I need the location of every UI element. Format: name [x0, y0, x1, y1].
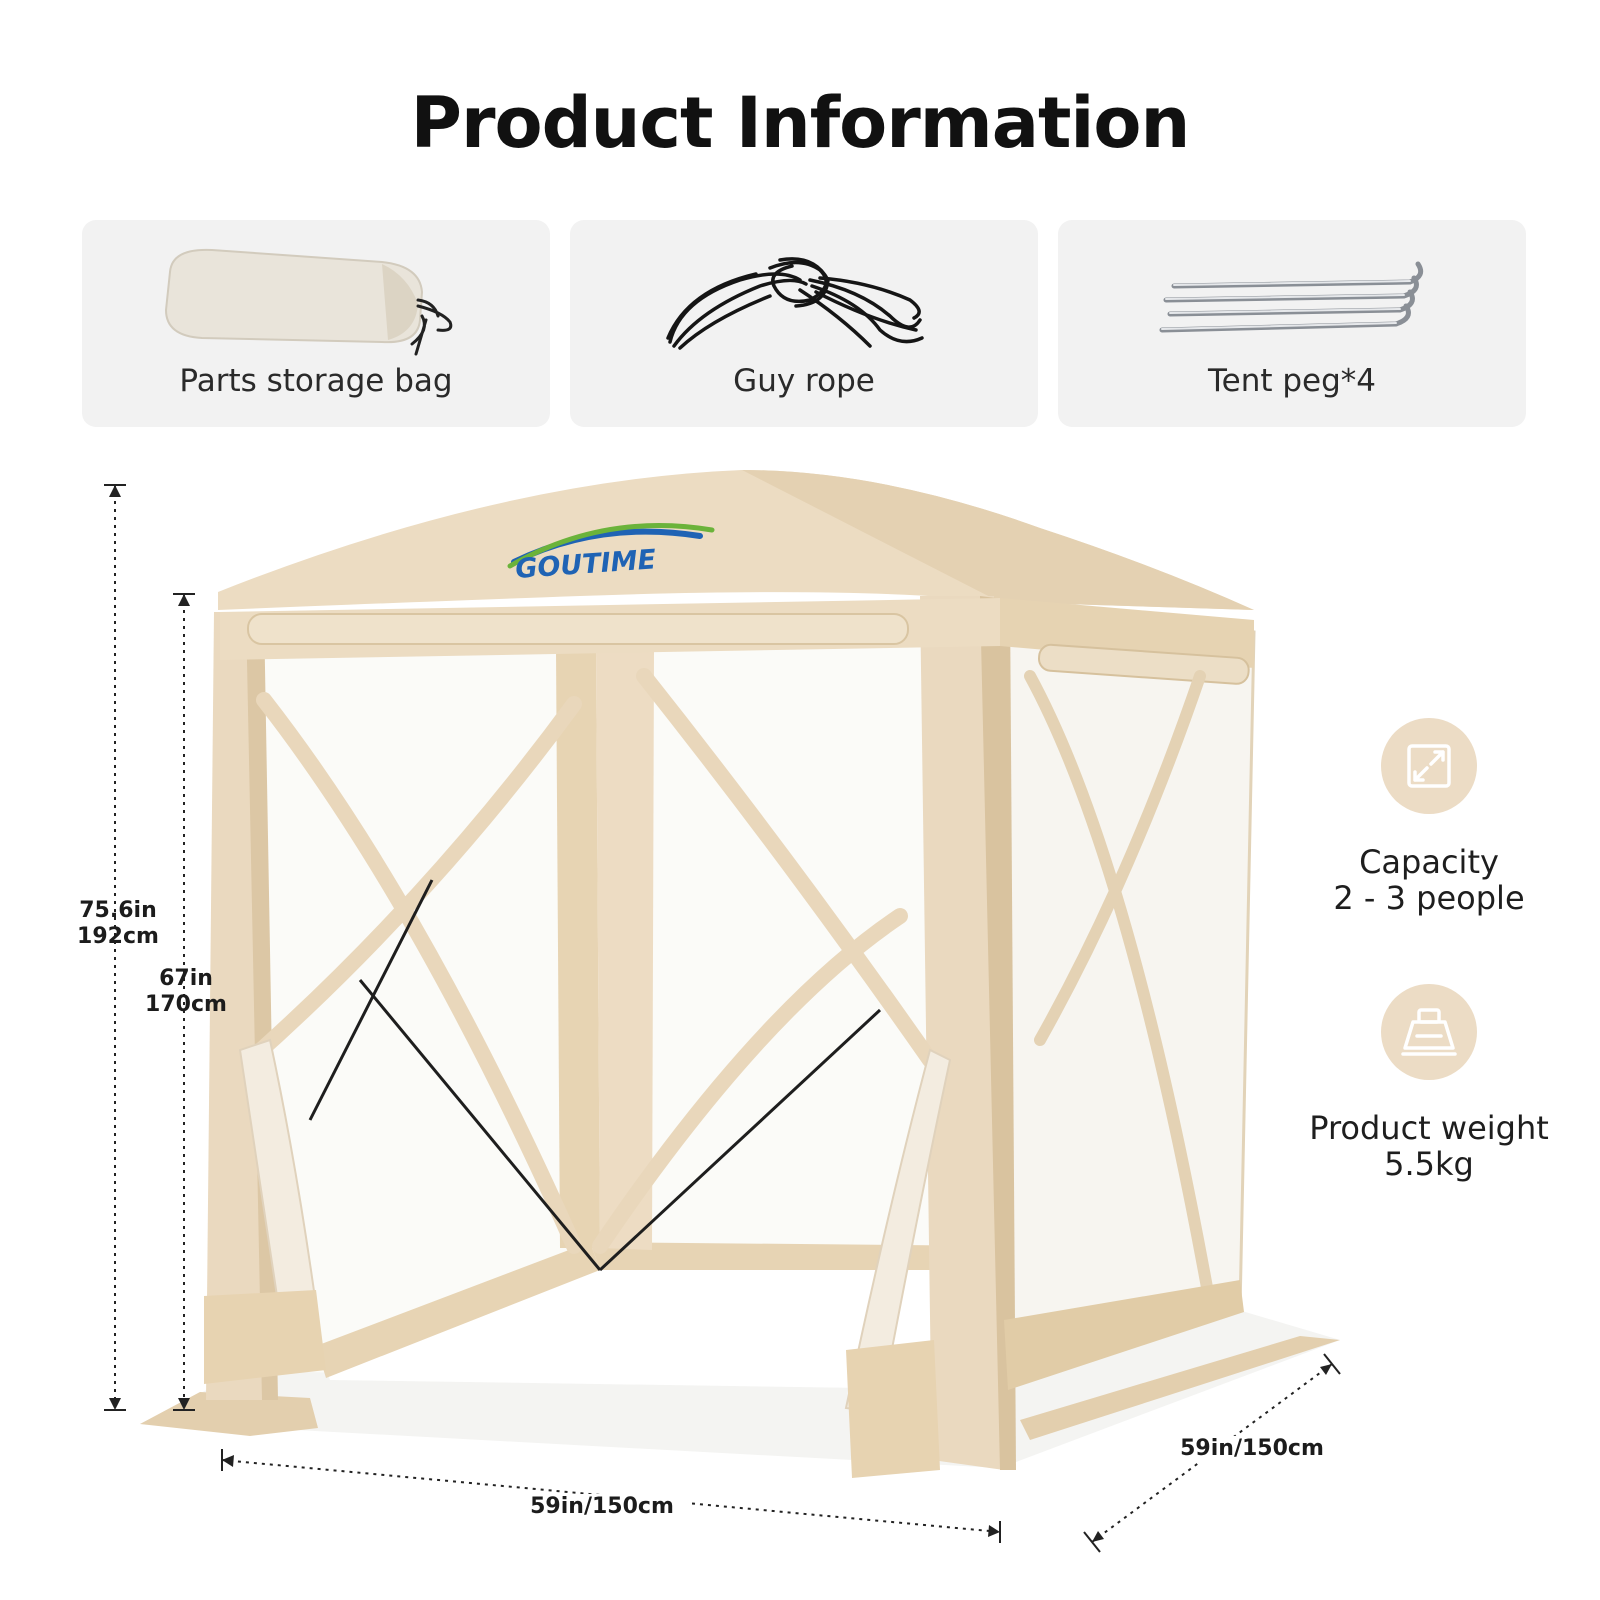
front-width-label: 59in/150cm: [512, 1494, 692, 1520]
weight-value: 5.5kg: [1384, 1145, 1474, 1183]
capacity-icon-badge: [1381, 718, 1477, 814]
total-height-label: 75.6in 192cm: [70, 898, 166, 950]
brand-logo: [507, 523, 715, 569]
accessory-label: Parts storage bag: [179, 363, 453, 399]
weight-feature: Product weight 5.5kg: [1279, 1110, 1579, 1182]
storage-bag-icon: [164, 248, 453, 356]
guy-rope-icon: [666, 257, 924, 350]
tent-peg-icon: [1159, 261, 1424, 333]
capacity-value: 2 - 3 people: [1333, 879, 1525, 917]
side-depth-label: 59in/150cm: [1162, 1436, 1342, 1462]
accessory-label: Tent peg*4: [1207, 363, 1377, 399]
accessory-card-storage-bag: Parts storage bag: [82, 220, 550, 427]
side-height-cm: 170cm: [145, 992, 227, 1017]
total-height-in: 75.6in: [79, 898, 157, 923]
capacity-label: Capacity: [1359, 843, 1499, 881]
weight-label: Product weight: [1309, 1109, 1549, 1147]
accessory-label: Guy rope: [733, 363, 875, 399]
weight-icon-badge: [1381, 984, 1477, 1080]
side-height-in: 67in: [159, 966, 213, 991]
weight-icon: [1401, 1008, 1457, 1056]
total-height-cm: 192cm: [77, 924, 159, 949]
page-title: Product Information: [410, 82, 1191, 164]
capacity-feature: Capacity 2 - 3 people: [1279, 844, 1579, 916]
expand-arrows-icon: [1407, 744, 1451, 788]
accessory-card-guy-rope: Guy rope: [570, 220, 1038, 427]
tent-illustration: GOUTIME: [104, 470, 1341, 1553]
accessory-card-tent-peg: Tent peg*4: [1058, 220, 1526, 427]
side-height-label: 67in 170cm: [138, 966, 234, 1018]
